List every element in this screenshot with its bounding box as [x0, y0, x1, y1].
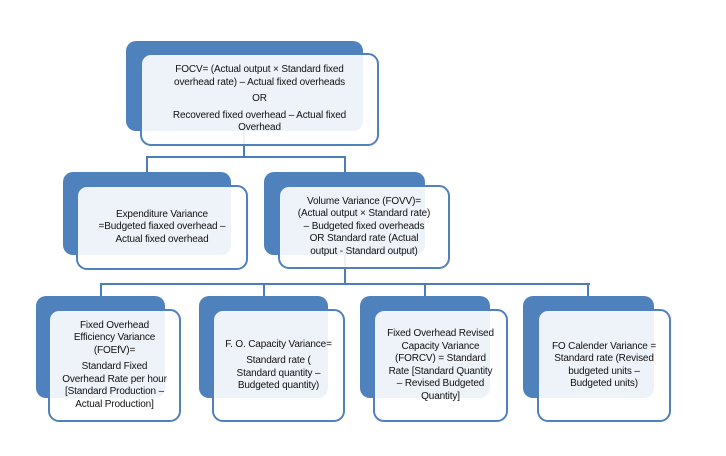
node-text: FO Calender Variance = Standard rate (Re…	[551, 340, 657, 390]
node-text: Volume Variance (FOVV)= (Actual output ×…	[297, 195, 431, 257]
node-text: FOCV= (Actual output × Standard fixed ov…	[174, 64, 345, 88]
connector-line	[146, 156, 346, 158]
connector-line	[344, 255, 346, 285]
connector-line	[424, 283, 426, 296]
node-text: OR	[252, 93, 267, 105]
node-text: Fixed Overhead Efficiency Variance (FOEf…	[73, 319, 156, 356]
node-volume-variance: Volume Variance (FOVV)= (Actual output ×…	[278, 185, 450, 269]
node-text: Expenditure Variance =Budgeted fiaxed ov…	[98, 208, 226, 245]
connector-line	[100, 283, 590, 285]
node-calender-variance: FO Calender Variance = Standard rate (Re…	[537, 309, 671, 422]
node-text: Recovered fixed overhead – Actual fixed …	[172, 109, 347, 134]
node-text: F. O. Capacity Variance=	[225, 338, 332, 350]
node-revised-capacity-variance: Fixed Overhead Revised Capacity Variance…	[373, 309, 508, 422]
connector-line	[587, 283, 589, 296]
node-capacity-variance: F. O. Capacity Variance= Standard rate (…	[212, 309, 345, 422]
node-efficiency-variance: Fixed Overhead Efficiency Variance (FOEf…	[48, 309, 181, 422]
node-focv: FOCV= (Actual output × Standard fixed ov…	[140, 53, 379, 146]
node-expenditure-variance: Expenditure Variance =Budgeted fiaxed ov…	[76, 185, 248, 270]
node-text: Fixed Overhead Revised Capacity Variance…	[387, 328, 494, 402]
node-text: Standard rate ( Standard quantity – Budg…	[236, 355, 321, 391]
node-text: Standard Fixed Overhead Rate per hour [S…	[62, 361, 167, 410]
connector-line	[344, 156, 346, 172]
connector-line	[146, 156, 148, 172]
connector-line	[263, 283, 265, 296]
connector-line	[100, 283, 102, 296]
